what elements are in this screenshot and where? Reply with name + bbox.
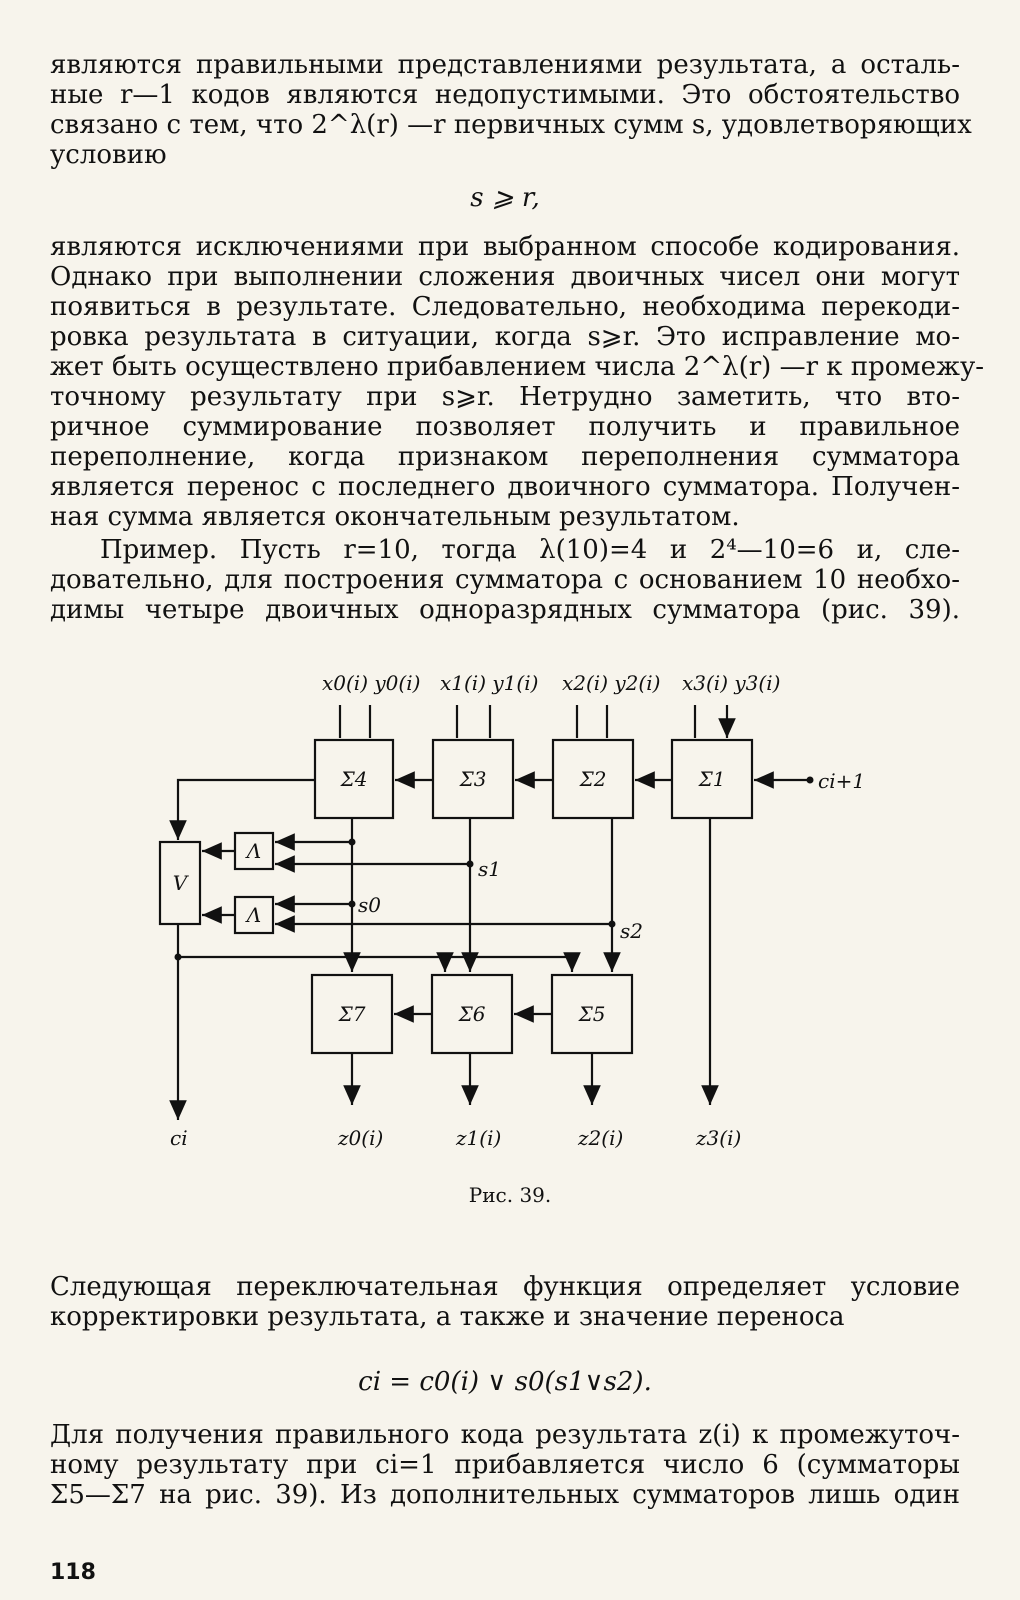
- formula-carry: ci = c0(i) ∨ s0(s1∨s2).: [358, 1367, 652, 1397]
- text-line: Σ5—Σ7 на рис. 39). Из дополнительных сум…: [50, 1480, 960, 1510]
- text-line: Пример. Пусть r=10, тогда λ(10)=4 и 2⁴—1…: [100, 535, 960, 565]
- signal-s1-label: s1: [478, 857, 501, 881]
- text-line: являются правильными представлениями рез…: [50, 50, 960, 80]
- input-label-2: x2(i) y2(i): [562, 671, 660, 695]
- output-z2-label: z2(i): [577, 1126, 623, 1150]
- signal-s0-label: s0: [358, 893, 381, 917]
- text-line: довательно, для построения сумматора с о…: [50, 565, 960, 595]
- text-line: ричное суммирование позволяет получить и…: [50, 412, 960, 442]
- text-line: переполнение, когда признаком переполнен…: [50, 442, 960, 472]
- input-label-0: x0(i) y0(i): [322, 671, 420, 695]
- text-line: димы четыре двоичных одноразрядных сумма…: [50, 595, 960, 625]
- text-line: связано с тем, что 2^λ(r) —r первичных с…: [50, 110, 972, 140]
- and-gate-2-label: Λ: [245, 903, 261, 927]
- paragraph-3: Пример. Пусть r=10, тогда λ(10)=4 и 2⁴—1…: [50, 535, 960, 625]
- text-line: Следующая переключательная функция опред…: [50, 1272, 960, 1302]
- adder-sigma6-label: Σ6: [458, 1002, 486, 1026]
- or-gate-label: V: [173, 871, 190, 895]
- figure-caption: Рис. 39.: [468, 1183, 552, 1207]
- text-line: ровка результата в ситуации, когда s⩾r. …: [50, 322, 960, 352]
- adder-sigma3-label: Σ3: [459, 767, 487, 791]
- text-line: Однако при выполнении сложения двоичных …: [50, 262, 960, 292]
- output-z0-label: z0(i): [337, 1126, 383, 1150]
- formula-s-ge-r: s ⩾ r,: [470, 183, 540, 213]
- carry-out-label: ci: [170, 1126, 188, 1150]
- paragraph-2: являются исключениями при выбранном спос…: [50, 232, 985, 532]
- text-line: условию: [50, 140, 167, 170]
- adder-sigma5-label: Σ5: [578, 1002, 606, 1026]
- text-line: появиться в результате. Следовательно, н…: [50, 292, 960, 322]
- signal-s2-label: s2: [620, 919, 643, 943]
- paragraph-4: Следующая переключательная функция опред…: [50, 1272, 960, 1332]
- output-z3-label: z3(i): [695, 1126, 741, 1150]
- paragraph-5: Для получения правильного кода результат…: [50, 1420, 960, 1510]
- and-gate-1-label: Λ: [245, 839, 261, 863]
- paragraph-1: являются правильными представлениями рез…: [50, 50, 972, 170]
- text-line: являются исключениями при выбранном спос…: [50, 232, 960, 262]
- adder-sigma7-label: Σ7: [338, 1002, 366, 1026]
- adder-sigma2-label: Σ2: [579, 767, 607, 791]
- figure-39-diagram: x0(i) y0(i) x1(i) y1(i) x2(i) y2(i) x3(i…: [158, 671, 865, 1150]
- text-line: Для получения правильного кода результат…: [50, 1420, 960, 1450]
- or-gate-box: [158, 840, 202, 926]
- text-line: ные r—1 кодов являются недопустимыми. Эт…: [50, 80, 960, 110]
- text-line: точному результату при s⩾r. Нетрудно зам…: [50, 382, 960, 412]
- input-label-3: x3(i) y3(i): [682, 671, 780, 695]
- text-line: корректировки результата, а также и знач…: [50, 1302, 845, 1332]
- carry-in-label: ci+1: [818, 769, 865, 793]
- page-number: 118: [50, 1560, 96, 1585]
- text-line: является перенос с последнего двоичного …: [50, 472, 960, 502]
- text-line: ному результату при ci=1 прибавляется чи…: [50, 1450, 960, 1480]
- text-line: жет быть осуществлено прибавлением числа…: [50, 352, 985, 382]
- adder-sigma4-label: Σ4: [340, 767, 368, 791]
- output-z1-label: z1(i): [455, 1126, 501, 1150]
- adder-sigma1-label: Σ1: [698, 767, 726, 791]
- input-label-1: x1(i) y1(i): [440, 671, 538, 695]
- text-line: ная сумма является окончательным результ…: [50, 502, 740, 532]
